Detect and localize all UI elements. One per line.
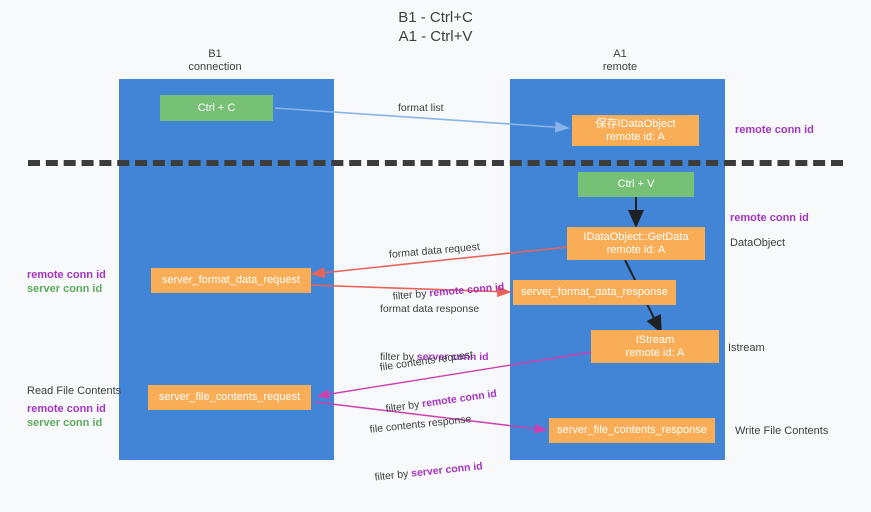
edge-format-list bbox=[274, 107, 570, 133]
annot-right-dataobject: DataObject bbox=[730, 237, 786, 249]
annot-left-server-conn-id-mid: server conn id bbox=[27, 283, 103, 295]
node-server-format-data-response[interactable]: server_format_data_response bbox=[513, 280, 676, 305]
edge-label-format-data-request-line1: format data request bbox=[388, 240, 481, 261]
edge-file-contents-request bbox=[316, 351, 593, 400]
edge-label-file-contents-response-line1: file contents response bbox=[369, 413, 472, 436]
node-ctrl-c[interactable]: Ctrl + C bbox=[160, 95, 273, 121]
node-save-idataobject[interactable]: 保存IDataObject remote id: A bbox=[572, 115, 699, 146]
annot-left-remote-conn-id-mid: remote conn id bbox=[27, 269, 106, 281]
node-save-idataobject-label: 保存IDataObject remote id: A bbox=[595, 117, 676, 143]
node-idataobject-getdata[interactable]: IDataObject::GetData remote id: A bbox=[567, 227, 705, 260]
annot-left-read-file-contents: Read File Contents bbox=[27, 385, 122, 397]
edge-format-data-response bbox=[307, 284, 512, 298]
edge-label-format-list: format list bbox=[398, 102, 444, 114]
annot-left-server-conn-id-bottom: server conn id bbox=[27, 417, 103, 429]
lane-header-a1: A1 remote bbox=[602, 48, 638, 73]
node-server-file-contents-request[interactable]: server_file_contents_request bbox=[148, 385, 311, 410]
node-istream[interactable]: IStream remote id: A bbox=[591, 330, 719, 363]
annot-left-remote-conn-id-bottom: remote conn id bbox=[27, 403, 106, 415]
node-ctrl-c-label: Ctrl + C bbox=[197, 101, 236, 114]
annot-right-write-file-contents: Write File Contents bbox=[735, 425, 829, 437]
annot-right-istream: Istream bbox=[728, 342, 765, 354]
edge-label-format-data-response-line2: filter by server conn id bbox=[380, 351, 489, 363]
section-divider bbox=[28, 160, 843, 166]
edge-label-file-contents-request-line1: file contents request bbox=[379, 348, 474, 374]
lane-header-b1: B1 connection bbox=[188, 48, 242, 73]
page-title: B1 - Ctrl+C A1 - Ctrl+V bbox=[398, 9, 473, 45]
node-server-file-contents-response-label: server_file_contents_response bbox=[557, 424, 707, 436]
edge-label-format-data-response: format data response filter by server co… bbox=[380, 274, 489, 392]
node-server-format-data-request-label: server_format_data_request bbox=[161, 274, 301, 286]
annot-right-remote-conn-id-top: remote conn id bbox=[735, 124, 814, 136]
edge-label-file-contents-response: file contents response filter by server … bbox=[366, 384, 486, 512]
edge-label-file-contents-response-line2: filter by server conn id bbox=[374, 460, 484, 484]
diagram-canvas: B1 - Ctrl+C A1 - Ctrl+V B1 connection A1… bbox=[27, 9, 843, 484]
edge-format-data-request bbox=[310, 246, 569, 279]
node-server-file-contents-response[interactable]: server_file_contents_response bbox=[549, 418, 715, 443]
node-ctrl-v-label: Ctrl + V bbox=[617, 178, 655, 190]
node-idataobject-getdata-label: IDataObject::GetData remote id: A bbox=[583, 230, 689, 256]
annot-right-remote-conn-id-mid: remote conn id bbox=[730, 212, 809, 224]
node-ctrl-v[interactable]: Ctrl + V bbox=[578, 172, 694, 197]
node-istream-label: IStream remote id: A bbox=[625, 333, 685, 359]
node-server-format-data-request[interactable]: server_format_data_request bbox=[151, 268, 311, 293]
node-server-format-data-response-label: server_format_data_response bbox=[521, 286, 668, 298]
edge-file-contents-response bbox=[314, 401, 548, 434]
node-server-file-contents-request-label: server_file_contents_request bbox=[158, 391, 301, 403]
edge-label-format-data-response-line1: format data response bbox=[380, 303, 480, 315]
